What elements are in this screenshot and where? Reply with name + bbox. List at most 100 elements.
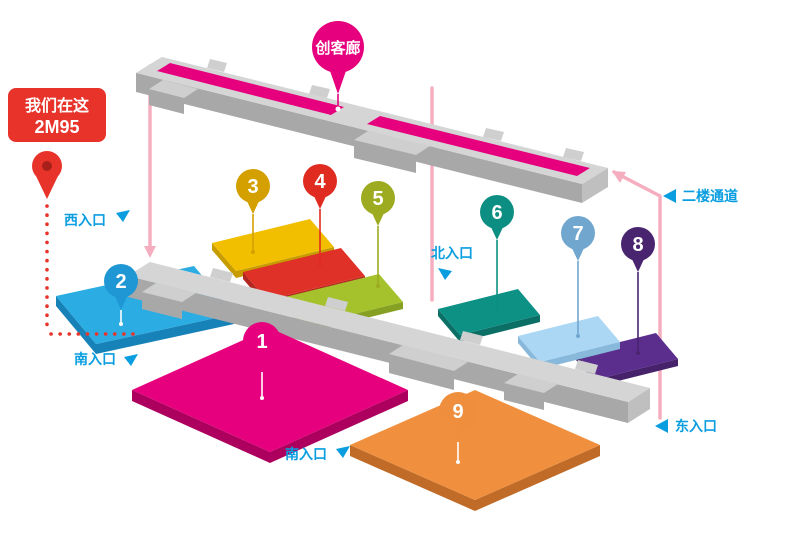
- pin-number: 9: [452, 401, 463, 423]
- east-connector-arrow-icon: [612, 171, 626, 183]
- pin-number: 6: [491, 202, 502, 224]
- hall-pin-8[interactable]: 8: [621, 227, 655, 355]
- block-side-face: [270, 390, 408, 463]
- south-entrance-left-arrow-icon: [124, 354, 138, 366]
- block-top-face: [350, 390, 600, 500]
- south-entrance-bottom-arrow-icon: [336, 446, 350, 458]
- corridor-end-face: [582, 168, 608, 203]
- maker-gallery-balloon: 创客廊: [312, 21, 364, 112]
- block-top-face: [438, 289, 540, 335]
- pin-tail: [631, 257, 645, 272]
- block-top-face: [243, 248, 365, 300]
- pin-tail: [313, 194, 327, 209]
- we-are-here-text: 我们在这: [25, 96, 89, 115]
- hall-pin-6[interactable]: 6: [480, 195, 514, 312]
- corridor-step-top: [504, 374, 558, 393]
- corridor-step-front: [149, 89, 184, 114]
- block-side-face: [475, 445, 600, 511]
- south-entrance-bottom-label: 南入口: [285, 446, 327, 462]
- pin-stick-dot: [251, 250, 255, 254]
- corridor-front-face: [128, 276, 628, 423]
- hall-pin-4[interactable]: 4: [303, 164, 337, 266]
- hall-pin-2[interactable]: 2: [104, 264, 138, 326]
- pin-number: 5: [372, 188, 383, 210]
- pin-number: 3: [247, 176, 258, 198]
- corridor-step-top: [142, 283, 196, 302]
- maker-gallery-label: 创客廊: [314, 39, 360, 57]
- corridor-notch: [575, 360, 598, 374]
- corridor-step-front: [142, 292, 182, 319]
- block-side-face: [350, 445, 475, 511]
- second-floor-passage-arrow-icon: [663, 189, 676, 203]
- hall-pin-7[interactable]: 7: [561, 216, 595, 338]
- we-are-here-callout: 我们在这 2M95: [8, 88, 142, 336]
- hall-block-6: [438, 289, 540, 342]
- location-pin-icon: [36, 176, 58, 199]
- east-entrance-label: 东入口: [675, 418, 717, 434]
- pin-bubble: [104, 264, 138, 298]
- top-corridor: [136, 57, 608, 203]
- pin-number: 4: [314, 171, 326, 193]
- corridor-notch: [210, 268, 233, 282]
- entrance-labels: 西入口 北入口 南入口 南入口 东入口 二楼通道: [64, 188, 738, 462]
- hall-pin-1[interactable]: 1: [243, 322, 281, 400]
- pin-number: 1: [256, 331, 267, 353]
- pin-bubble: [303, 164, 337, 198]
- corridor-notch: [325, 297, 348, 311]
- corridor-end-face: [628, 388, 650, 423]
- pin-bubble: [361, 181, 395, 215]
- block-top-face: [518, 316, 620, 362]
- pin-stick-dot: [495, 308, 499, 312]
- east-entrance-arrow-icon: [655, 419, 668, 433]
- second-floor-passage-label: 二楼通道: [682, 188, 738, 204]
- we-are-here-badge: [8, 88, 106, 142]
- gallery-stripe: [367, 116, 590, 176]
- pin-stick-dot: [119, 322, 123, 326]
- hall-pin-5[interactable]: 5: [361, 181, 395, 288]
- south-entrance-left-label: 南入口: [74, 351, 116, 367]
- pin-stick-dot: [376, 284, 380, 288]
- pin-tail: [114, 294, 128, 310]
- gallery-stripe: [157, 63, 344, 115]
- block-side-face: [96, 314, 234, 354]
- block-side-face: [438, 309, 460, 342]
- corridor-notch: [309, 85, 330, 98]
- pin-bubble: [243, 322, 281, 360]
- block-side-face: [598, 359, 678, 386]
- corridor-notch: [460, 331, 483, 345]
- hall-pin-3[interactable]: 3: [236, 169, 270, 254]
- corridor-step-front: [389, 354, 454, 390]
- pin-tail: [371, 211, 385, 226]
- north-entrance-label: 北入口: [431, 245, 473, 261]
- balloon-bubble: [312, 21, 364, 73]
- pin-bubble: [439, 392, 477, 430]
- west-entrance-label: 西入口: [64, 212, 106, 228]
- corridor-notch: [563, 148, 584, 161]
- pin-stick-dot: [318, 262, 322, 266]
- pin-number: 2: [115, 271, 126, 293]
- north-entrance-arrow-icon: [438, 268, 452, 280]
- corridor-top-face: [128, 262, 650, 402]
- balloon-tail: [329, 68, 347, 94]
- block-side-face: [212, 243, 236, 278]
- corridor-notch: [483, 128, 504, 141]
- pin-tail: [246, 199, 260, 214]
- block-top-face: [212, 219, 334, 271]
- corridor-step-top: [354, 131, 430, 155]
- pin-bubble: [480, 195, 514, 229]
- west-connector-arrow-icon: [144, 246, 156, 258]
- block-top-face: [576, 333, 678, 379]
- pin-tail: [571, 246, 585, 261]
- corridor-step-front: [354, 140, 416, 173]
- hall-pin-9[interactable]: 9: [439, 392, 477, 464]
- pin-bubble: [236, 169, 270, 203]
- hall-block-1: [132, 328, 408, 463]
- pin-bubble: [621, 227, 655, 261]
- block-side-face: [132, 390, 270, 463]
- corridor-step-top: [389, 345, 468, 371]
- pin-tail: [490, 225, 504, 240]
- block-side-face: [56, 296, 96, 354]
- location-pin-center-dot: [42, 161, 52, 171]
